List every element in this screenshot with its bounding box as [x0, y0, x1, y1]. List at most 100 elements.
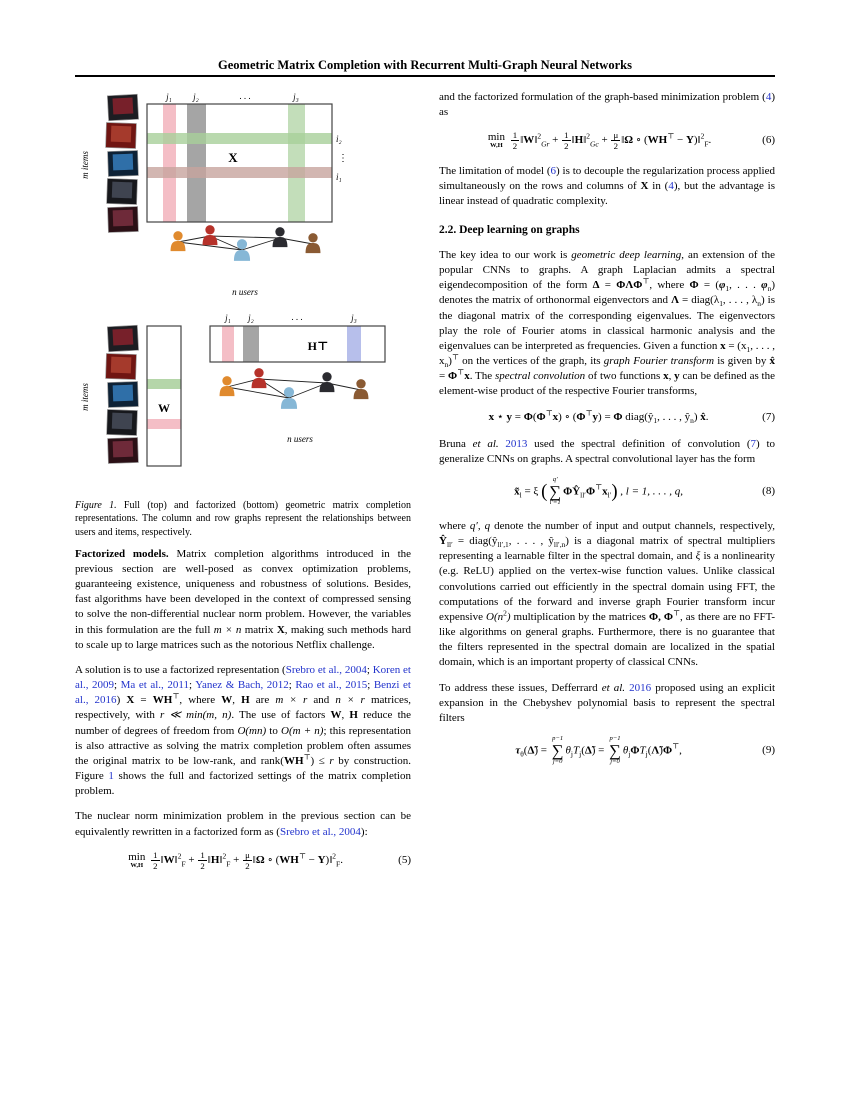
text-segment: ): [693, 410, 701, 423]
label-ht: H⊤: [308, 339, 329, 353]
text-segment: ‖: [207, 853, 211, 866]
citation-link[interactable]: 1: [108, 770, 114, 783]
citation-link[interactable]: 2016: [629, 681, 652, 694]
text-segment: ll′,n: [553, 540, 566, 550]
text-segment: = (: [698, 279, 719, 292]
text-segment: et al.: [601, 681, 626, 694]
text-segment: Y: [685, 134, 694, 147]
text-segment: Φ: [689, 279, 699, 292]
label-j1-top: j₁: [165, 92, 172, 102]
user-avatars-bottom: [219, 368, 369, 409]
text-segment: .: [340, 853, 343, 866]
row-stripe-i1: [147, 167, 332, 178]
text-segment: , . . . , ŷ: [657, 410, 691, 423]
text-segment: r: [329, 754, 334, 767]
citation-link[interactable]: 6: [550, 164, 557, 177]
text-segment: ) =: [534, 744, 550, 757]
citation-link[interactable]: Ma et al., 2011: [120, 679, 189, 692]
citation-link[interactable]: Srebro et al., 2004: [285, 663, 367, 676]
label-m-items-bottom: m items: [80, 383, 90, 411]
citation-link[interactable]: 4: [765, 91, 772, 103]
text-segment: Φ: [576, 410, 586, 423]
right-column: and the factorized formulation of the gr…: [439, 90, 775, 778]
text-segment: shows the full and factorized settings o…: [75, 770, 411, 798]
text-segment: −: [305, 853, 318, 866]
text-segment: To address these issues, Defferrard: [439, 681, 602, 694]
text-segment: x̂: [769, 355, 776, 368]
text-segment: , . . . , x: [439, 339, 775, 368]
text-segment: Φ: [585, 485, 596, 498]
text-segment: Λ: [671, 294, 679, 307]
text-segment: 1: [719, 299, 723, 309]
text-segment: ;: [288, 679, 296, 692]
citation-link[interactable]: Srebro et al., 2004: [279, 825, 361, 838]
text-segment: Φ: [630, 744, 640, 757]
citation-link[interactable]: 2013: [505, 437, 528, 450]
movie-poster: [107, 381, 139, 408]
citation-link[interactable]: Koren et al., 2009: [75, 663, 411, 692]
big-operator: p−1∑j=0: [609, 735, 621, 766]
citation-link[interactable]: Rao et al., 2015: [295, 679, 368, 692]
text-segment: , where: [179, 694, 222, 707]
text-segment: WH: [152, 694, 173, 707]
text-segment: ⊤: [667, 131, 675, 141]
text-segment: ): [448, 355, 452, 368]
text-segment: A solution is to use a factorized repres…: [75, 663, 286, 676]
label-jdots-bottom: . . .: [291, 312, 302, 322]
text-segment: . The use of factors: [231, 709, 331, 722]
text-segment: Φ: [613, 410, 623, 423]
text-segment: θ: [565, 744, 571, 757]
movie-poster: [106, 324, 139, 353]
text-segment: n: [444, 360, 449, 370]
text-segment: ‖: [583, 134, 587, 147]
text-segment: 2: [332, 851, 337, 861]
text-segment: et al.: [472, 437, 499, 450]
text-segment: Φ: [448, 370, 458, 383]
movie-poster: [106, 409, 138, 436]
label-j3-bottom: j₃: [350, 313, 357, 323]
text-segment: j: [570, 749, 573, 759]
paragraph-factorized-representation: A solution is to use a factorized repres…: [75, 663, 411, 800]
label-j1-bottom: j₁: [224, 313, 231, 323]
citation-link[interactable]: Yanez & Bach, 2012: [195, 679, 289, 692]
text-segment: F: [226, 859, 231, 869]
text-segment: l′: [607, 490, 612, 500]
text-segment: multiplication by the matrices: [510, 610, 649, 623]
section-heading-2-2: 2.2. Deep learning on graphs: [439, 224, 580, 237]
graph-edge: [209, 235, 281, 239]
header-rule: [75, 75, 775, 77]
text-segment: Δ̃: [527, 744, 535, 757]
text-segment: ΦΛΦ: [616, 279, 643, 292]
citation-link[interactable]: 4: [668, 179, 674, 192]
text-segment: θ: [520, 749, 524, 759]
left-column: m items X j₁ j₂ . . . j₃ i₂ ⋮ i₁: [75, 90, 411, 883]
figure-caption-text: Full (top) and factorized (bottom) geome…: [75, 500, 411, 538]
w-row-stripe-pink: [147, 419, 181, 429]
text-segment: W: [523, 134, 535, 147]
text-segment: ‖: [219, 853, 223, 866]
equation-5-number: (5): [398, 853, 411, 866]
text-segment: ⊤: [545, 408, 553, 417]
text-segment: ,: [232, 694, 242, 707]
text-segment: The key idea to our work is: [439, 248, 572, 261]
text-segment: ⊤: [303, 752, 311, 762]
citation-link[interactable]: 7: [750, 437, 757, 450]
label-j2-bottom: j₂: [247, 313, 254, 323]
equation-7-body: x ⋆ y = Φ(Φ⊤x) ∘ (Φ⊤y) = Φ diag(ŷ1, . . …: [439, 408, 758, 425]
text-segment: , . . . , ŷ: [508, 535, 554, 548]
text-segment: The limitation of model (: [439, 164, 551, 177]
text-segment: ,: [617, 485, 626, 498]
text-segment: ll′: [580, 490, 586, 500]
figure-1: m items X j₁ j₂ . . . j₃ i₂ ⋮ i₁: [75, 90, 411, 539]
citation-link[interactable]: Benzi et al., 2016: [75, 679, 411, 707]
text-segment: reduce the number of degrees of freedom …: [75, 709, 412, 737]
user-avatar: [233, 239, 251, 261]
text-segment: The nuclear norm minimization problem in…: [75, 810, 411, 838]
text-segment: y: [592, 410, 599, 423]
